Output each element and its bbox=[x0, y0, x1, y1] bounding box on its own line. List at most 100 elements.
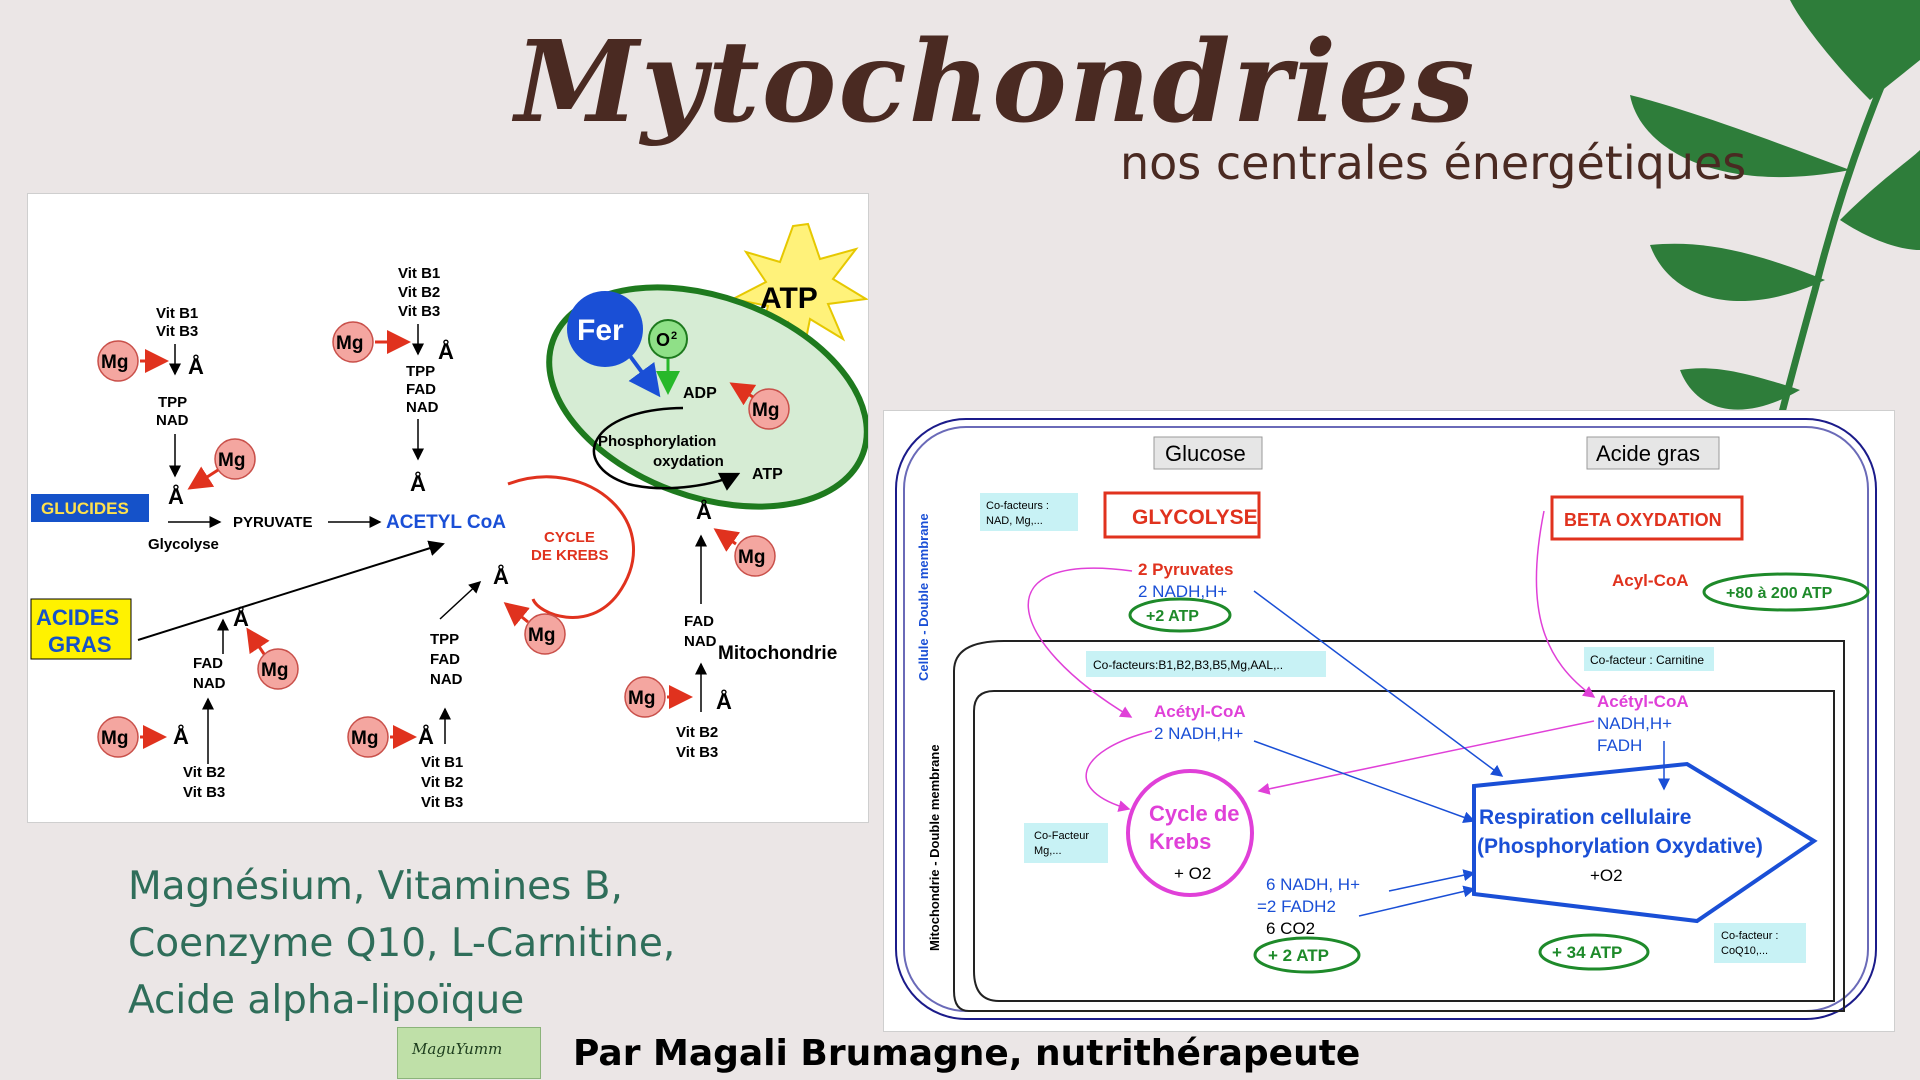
col2-nad: NAD bbox=[406, 399, 439, 416]
krebs-label: Krebs bbox=[1149, 829, 1211, 854]
glucose-label: Glucose bbox=[1165, 441, 1246, 466]
cofacteur-mg-line1: Co-Facteur bbox=[1034, 830, 1089, 842]
col3-fad: FAD bbox=[430, 651, 460, 668]
nadh6-label: 6 NADH, H+ bbox=[1266, 875, 1360, 894]
acides-label: ACIDES bbox=[36, 605, 119, 630]
o2-cycle-label: + O2 bbox=[1174, 864, 1211, 883]
beta-to-krebs-arrow bbox=[1257, 720, 1595, 795]
nadh-left-label: 2 NADH,H+ bbox=[1154, 724, 1243, 743]
o2-resp-label: +O2 bbox=[1590, 866, 1623, 885]
acide-gras-label: Acide gras bbox=[1596, 441, 1700, 466]
nutrients-list: Magnésium, Vitamines B, Coenzyme Q10, L-… bbox=[128, 858, 675, 1029]
col1-mg-top-label: Mg bbox=[101, 352, 128, 373]
mitochondria-membrane-inner bbox=[973, 690, 1835, 1002]
atp-sun-label: ATP bbox=[760, 282, 818, 315]
col2-vitb1: Vit B1 bbox=[398, 265, 440, 282]
mitochondrie-label: Mitochondrie - Double membrane bbox=[927, 744, 942, 951]
col2-vitb2: Vit B2 bbox=[398, 284, 440, 301]
col4-vitb3: Vit B3 bbox=[183, 784, 225, 801]
brand-logo: MaguYumm bbox=[397, 1027, 541, 1079]
brand-logo-text: MaguYumm bbox=[412, 1040, 503, 1058]
col2-angstrom-top: Å bbox=[438, 338, 454, 364]
col1-vitb1: Vit B1 bbox=[156, 305, 198, 322]
col5-angstrom-top: Å bbox=[696, 498, 712, 524]
atp-label: ATP bbox=[752, 466, 783, 483]
col3-angstrom-bottom: Å bbox=[418, 723, 434, 749]
respiration-line1: Respiration cellulaire bbox=[1479, 806, 1691, 829]
metabolism-cofactor-diagram: ATP Fer O 2 ADP Phosphorylation oxydatio… bbox=[27, 193, 870, 823]
col2-angstrom-mid: Å bbox=[410, 470, 426, 496]
col4-mg-arrow-top bbox=[246, 627, 270, 655]
acides-gras-arrow bbox=[137, 540, 445, 641]
cellule-label: Cellule - Double membrane bbox=[916, 513, 931, 681]
fer-arrow bbox=[628, 354, 661, 398]
krebs-circle bbox=[1126, 769, 1254, 897]
col4-vitb2: Vit B2 bbox=[183, 764, 225, 781]
col1-vitb3: Vit B3 bbox=[156, 323, 198, 340]
glucides-label: GLUCIDES bbox=[41, 499, 129, 518]
o2-subscript: 2 bbox=[671, 330, 677, 342]
nutrients-line-2: Coenzyme Q10, L-Carnitine, bbox=[128, 921, 676, 966]
col5-nad: NAD bbox=[684, 633, 717, 650]
col4-mg-bottom bbox=[97, 716, 139, 758]
o2-label: O bbox=[656, 330, 670, 350]
beta-oxydation-box bbox=[1550, 495, 1744, 541]
col1-mg-top bbox=[97, 340, 139, 382]
fer-circle bbox=[567, 291, 643, 367]
cofacteur-q10-box bbox=[1714, 923, 1806, 963]
acide-gras-box bbox=[1586, 436, 1720, 470]
glucose-box bbox=[1153, 436, 1263, 470]
col5-mg-bottom-label: Mg bbox=[628, 688, 655, 709]
col4-fad: FAD bbox=[193, 655, 223, 672]
plus2atp-b-label: + 2 ATP bbox=[1268, 946, 1329, 965]
fadh2-arrow bbox=[1358, 885, 1476, 917]
col4-angstrom-top: Å bbox=[233, 605, 249, 631]
col1-mg-mid-label: Mg bbox=[218, 450, 245, 471]
glucides-box bbox=[31, 494, 149, 522]
leaf-decoration bbox=[1630, 0, 1920, 440]
plus34-oval bbox=[1538, 933, 1650, 971]
glycolyse-label: GLYCOLYSE bbox=[1132, 506, 1258, 529]
cofacteur-mg-box bbox=[1024, 823, 1108, 863]
col5-mg-top bbox=[734, 535, 776, 577]
col2-mg-top bbox=[332, 321, 374, 363]
nadh-to-respiration-arrow-2 bbox=[1253, 740, 1476, 824]
col2-mg-top-label: Mg bbox=[336, 333, 363, 354]
col3-nad: NAD bbox=[430, 671, 463, 688]
cofacteurs-1-line2: NAD, Mg,... bbox=[986, 515, 1043, 527]
glycolyse-box bbox=[1103, 491, 1261, 539]
pyruvates-label: 2 Pyruvates bbox=[1138, 560, 1233, 579]
co2-label: 6 CO2 bbox=[1266, 919, 1315, 938]
cofacteur-q10-line1: Co-facteur : bbox=[1721, 930, 1778, 942]
gras-label: GRAS bbox=[48, 632, 112, 657]
nadh-glycolyse-label: 2 NADH,H+ bbox=[1138, 582, 1227, 601]
col5-mg-adp bbox=[748, 388, 790, 430]
plus80-label: +80 à 200 ATP bbox=[1726, 585, 1833, 602]
col4-mg-bottom-label: Mg bbox=[101, 728, 128, 749]
fer-label: Fer bbox=[577, 314, 624, 347]
cofacteur-mg-line2: Mg,... bbox=[1034, 845, 1062, 857]
col5-angstrom-bottom: Å bbox=[716, 688, 732, 714]
col2-tpp: TPP bbox=[406, 363, 435, 380]
col4-mg-top bbox=[257, 648, 299, 690]
glycolyse-label: Glycolyse bbox=[148, 536, 219, 553]
respiration-line2: (Phosphorylation Oxydative) bbox=[1477, 835, 1763, 858]
col3-angstrom-top: Å bbox=[493, 563, 509, 589]
col1-nad: NAD bbox=[156, 412, 189, 429]
col3-mg-bottom bbox=[347, 716, 389, 758]
col1-mg-arrow-mid bbox=[187, 466, 219, 490]
col5-mg-top-label: Mg bbox=[738, 547, 765, 568]
col4-mg-top-label: Mg bbox=[261, 660, 288, 681]
cellular-respiration-diagram: Cellule - Double membrane Mitochondrie -… bbox=[883, 410, 1895, 1032]
col1-angstrom-top: Å bbox=[188, 353, 204, 379]
cofacteur-carnitine-box bbox=[1584, 647, 1714, 671]
col4-nad: NAD bbox=[193, 675, 226, 692]
nadh6-arrow bbox=[1388, 869, 1476, 892]
col3-tpp: TPP bbox=[430, 631, 459, 648]
mitochondria-membrane-outer bbox=[953, 640, 1845, 1012]
cofacteur-carnitine-label: Co-facteur : Carnitine bbox=[1590, 653, 1704, 667]
col5-vitb2: Vit B2 bbox=[676, 724, 718, 741]
glycolyse-to-acetyl-arrow bbox=[1027, 567, 1133, 718]
col5-vitb3: Vit B3 bbox=[676, 744, 718, 761]
cycle-de-label: Cycle de bbox=[1149, 801, 1240, 826]
